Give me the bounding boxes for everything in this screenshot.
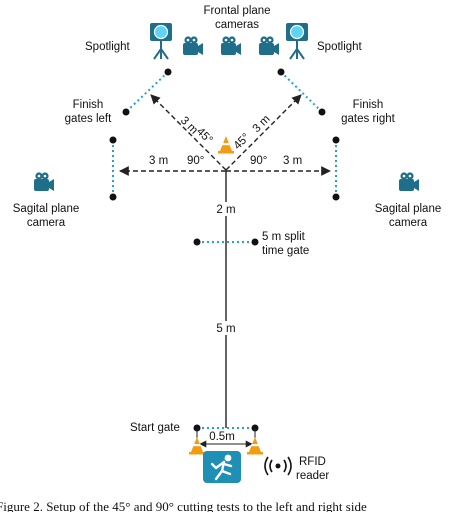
diag-right-angle-label: 45°	[232, 131, 253, 152]
sagittal-left-label-line1: Sagital plane	[13, 203, 80, 215]
frontal-cameras-label-line1: Frontal plane	[203, 5, 270, 17]
two-m-label: 2 m	[216, 204, 235, 216]
start-cone-right-icon	[247, 437, 263, 455]
sagittal-right-label-line2: camera	[389, 217, 428, 229]
diag-right-distance-label: 3 m	[251, 113, 273, 135]
diag-left-arrow	[150, 94, 227, 171]
diag-right-gate-line	[280, 71, 323, 113]
sagittal-right-camera-icon	[399, 172, 419, 191]
lat-right-gate-post-2	[332, 193, 340, 201]
sagittal-right-label-line1: Sagital plane	[375, 203, 442, 215]
finish-right-label-line1: Finish	[353, 99, 384, 111]
rfid-label-line2: reader	[296, 470, 329, 482]
finish-right-label-line2: gates right	[341, 113, 396, 125]
diag-left-gate-post-1	[164, 68, 172, 76]
sagittal-left-label-line2: camera	[27, 217, 66, 229]
lat-right-distance-label: 3 m	[283, 155, 302, 167]
split-gate-label-line2: time gate	[262, 245, 309, 257]
spotlight-right-label: Spotlight	[317, 41, 363, 53]
diag-right-gate-post-1	[277, 68, 285, 76]
two-m-label-bg	[212, 202, 240, 216]
diag-left-gate-post-2	[122, 108, 130, 116]
split-gate-post-1	[193, 238, 201, 246]
lat-right-angle-label: 90°	[250, 155, 267, 167]
frontal-camera-3-icon	[259, 36, 279, 55]
lat-right-gate-post-1	[332, 136, 340, 144]
five-m-label-bg	[212, 321, 240, 335]
frontal-camera-2-icon	[221, 36, 241, 55]
finish-left-label-line1: Finish	[73, 99, 104, 111]
spotlight-left-icon	[149, 22, 173, 60]
spotlight-left-label: Spotlight	[85, 41, 131, 53]
five-m-label: 5 m	[216, 323, 235, 335]
diag-right-arrow	[225, 94, 302, 171]
rfid-label-line1: RFID	[299, 456, 326, 468]
rfid-icon	[264, 456, 292, 476]
frontal-cameras-label-line2: cameras	[215, 19, 259, 31]
lat-left-angle-label: 90°	[187, 155, 204, 167]
split-gate-label-line1: 5 m split	[262, 231, 306, 243]
lat-left-distance-label: 3 m	[149, 155, 168, 167]
start-cone-left-icon	[189, 437, 205, 455]
figure-caption: Figure 2. Setup of the 45° and 90° cutti…	[0, 499, 367, 512]
frontal-camera-1-icon	[183, 36, 203, 55]
lat-left-gate-post-1	[109, 136, 117, 144]
sagittal-left-camera-icon	[34, 172, 54, 191]
spotlight-right-icon	[285, 22, 309, 60]
finish-left-label-line2: gates left	[65, 113, 112, 125]
runner-icon	[203, 451, 241, 483]
lat-left-gate-post-2	[109, 193, 117, 201]
half-m-label: 0.5m	[209, 431, 235, 443]
diag-right-gate-post-2	[318, 108, 326, 116]
start-gate-label: Start gate	[130, 422, 180, 434]
split-gate-post-2	[251, 238, 259, 246]
